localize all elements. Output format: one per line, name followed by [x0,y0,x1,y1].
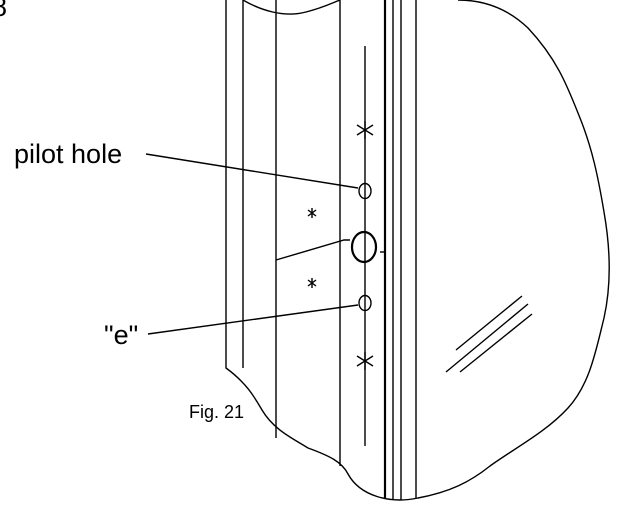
glass-hatch-1 [455,295,523,351]
e-label-leader [147,304,359,335]
e-hole [358,294,372,312]
bracket-line [275,239,350,261]
e-label: "e" [104,320,138,350]
glass-hatch-2 [445,303,529,373]
asterisk-marker-bottom [356,352,374,370]
pilot-hole-label: pilot hole [14,139,122,169]
asterisk-marker-left-upper [307,208,317,218]
frame-top-wave [242,0,341,15]
frame-outline [225,0,610,501]
center-hole [350,230,378,264]
asterisk-marker-left-lower [307,278,317,288]
glass-hatch-3 [459,313,533,373]
corner-mark: 8 [0,0,7,22]
asterisk-marker-top [356,121,374,139]
figure-caption: Fig. 21 [189,402,244,422]
pilot-hole [358,182,372,200]
pilot-hole-leader [145,153,359,189]
